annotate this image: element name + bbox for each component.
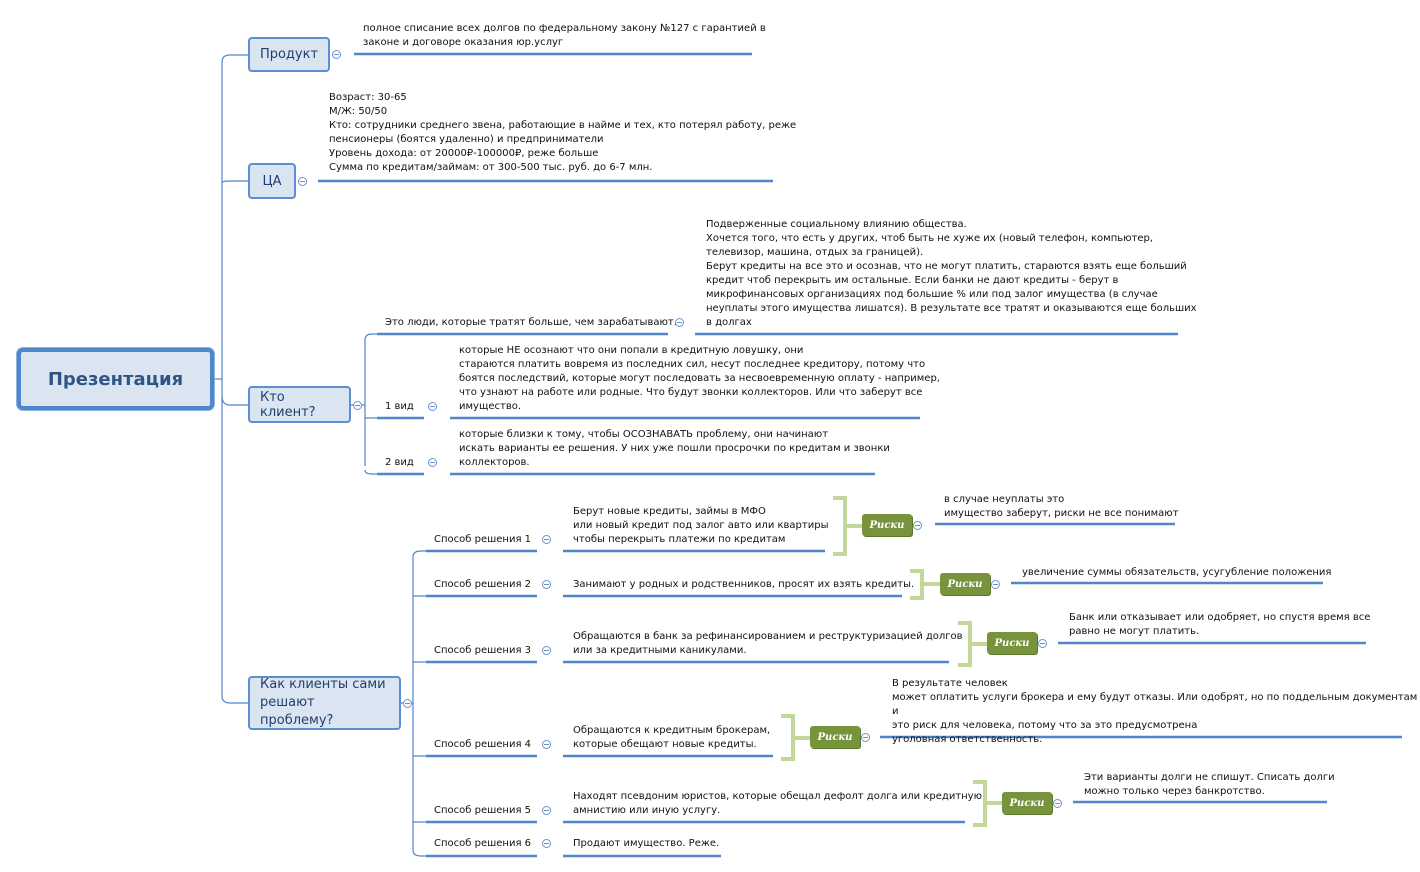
- risk-tag-3-label: Риски: [994, 637, 1030, 649]
- risk-tag-4-label: Риски: [817, 731, 853, 743]
- collapse-toggle-spenders[interactable]: [675, 318, 684, 327]
- collapse-toggle-risk-1[interactable]: [913, 521, 922, 530]
- root-topic-title: Презентация: [47, 368, 184, 390]
- collapse-toggle-risk-3[interactable]: [1038, 639, 1047, 648]
- type-1-description: которые НЕ осознают что они попали в кре…: [459, 345, 940, 412]
- spenders-description: Подверженные социальному влиянию обществ…: [706, 219, 1197, 328]
- solution-2-description: Занимают у родных и родственников, прося…: [573, 579, 915, 590]
- type-2-description: которые близки к тому, чтобы ОСОЗНАВАТЬ …: [459, 429, 890, 468]
- collapse-toggle-client[interactable]: [353, 401, 362, 410]
- risk-tag-3[interactable]: Риски: [987, 632, 1037, 654]
- collapse-toggle-audience[interactable]: [298, 177, 307, 186]
- topic-audience[interactable]: ЦА: [248, 163, 296, 199]
- collapse-toggle-solution-3[interactable]: [542, 646, 551, 655]
- topic-product[interactable]: Продукт: [248, 37, 330, 72]
- subtopic-type-1[interactable]: 1 вид: [385, 401, 414, 412]
- topic-audience-label: ЦА: [262, 173, 282, 189]
- risk-tag-5-label: Риски: [1009, 797, 1045, 809]
- collapse-toggle-solution-2[interactable]: [542, 580, 551, 589]
- solution-3-label[interactable]: Способ решения 3: [434, 645, 531, 656]
- subtopic-spenders[interactable]: Это люди, которые тратят больше, чем зар…: [385, 317, 677, 328]
- topic-product-label: Продукт: [259, 47, 319, 62]
- risk-tag-2[interactable]: Риски: [940, 573, 990, 595]
- solution-5-description: Находят псевдоним юристов, которые обеща…: [573, 791, 983, 816]
- solution-6-label[interactable]: Способ решения 6: [434, 838, 531, 849]
- topic-client-label: Кто клиент?: [260, 389, 316, 420]
- collapse-toggle-solutions[interactable]: [403, 699, 412, 708]
- risk-1-description: в случае неуплаты это имущество заберут,…: [944, 494, 1179, 519]
- risk-tag-1[interactable]: Риски: [862, 514, 912, 536]
- risk-2-description: увеличение суммы обязательств, усугублен…: [1022, 567, 1332, 578]
- solution-1-description: Берут новые кредиты, займы в МФО или нов…: [573, 506, 829, 545]
- collapse-toggle-risk-5[interactable]: [1053, 799, 1062, 808]
- collapse-toggle-solution-6[interactable]: [542, 839, 551, 848]
- solution-2-label[interactable]: Способ решения 2: [434, 579, 531, 590]
- risk-3-description: Банк или отказывает или одобряет, но спу…: [1069, 612, 1371, 637]
- risk-4-description: В результате человек может оплатить услу…: [892, 678, 1418, 745]
- solution-6-description: Продают имущество. Реже.: [573, 838, 720, 849]
- risk-tag-4[interactable]: Риски: [810, 726, 860, 748]
- collapse-toggle-risk-2[interactable]: [991, 580, 1000, 589]
- root-topic[interactable]: Презентация: [17, 348, 214, 410]
- risk-5-description: Эти варианты долги не спишут. Списать до…: [1084, 772, 1335, 797]
- solution-4-label[interactable]: Способ решения 4: [434, 739, 531, 750]
- subtopic-type-2[interactable]: 2 вид: [385, 457, 414, 468]
- topic-solutions[interactable]: Как клиенты сами решают проблему?: [248, 676, 401, 730]
- collapse-toggle-solution-1[interactable]: [542, 535, 551, 544]
- solution-5-label[interactable]: Способ решения 5: [434, 805, 531, 816]
- risk-tag-2-label: Риски: [947, 578, 983, 590]
- audience-description: Возраст: 30-65 М/Ж: 50/50 Кто: сотрудник…: [329, 92, 797, 173]
- risk-tag-1-label: Риски: [869, 519, 905, 531]
- solution-4-description: Обращаются к кредитным брокерам, которые…: [573, 725, 771, 750]
- topic-solutions-label: Как клиенты сами решают проблему?: [260, 677, 386, 728]
- collapse-toggle-solution-5[interactable]: [542, 806, 551, 815]
- solution-1-label[interactable]: Способ решения 1: [434, 534, 531, 545]
- risk-tag-5[interactable]: Риски: [1002, 792, 1052, 814]
- collapse-toggle-solution-4[interactable]: [542, 740, 551, 749]
- collapse-toggle-type-2[interactable]: [428, 458, 437, 467]
- collapse-toggle-type-1[interactable]: [428, 402, 437, 411]
- solution-3-description: Обращаются в банк за рефинансированием и…: [573, 631, 963, 656]
- topic-client[interactable]: Кто клиент?: [248, 386, 351, 423]
- collapse-toggle-risk-4[interactable]: [861, 733, 870, 742]
- collapse-toggle-product[interactable]: [332, 50, 341, 59]
- product-description: полное списание всех долгов по федеральн…: [363, 23, 766, 48]
